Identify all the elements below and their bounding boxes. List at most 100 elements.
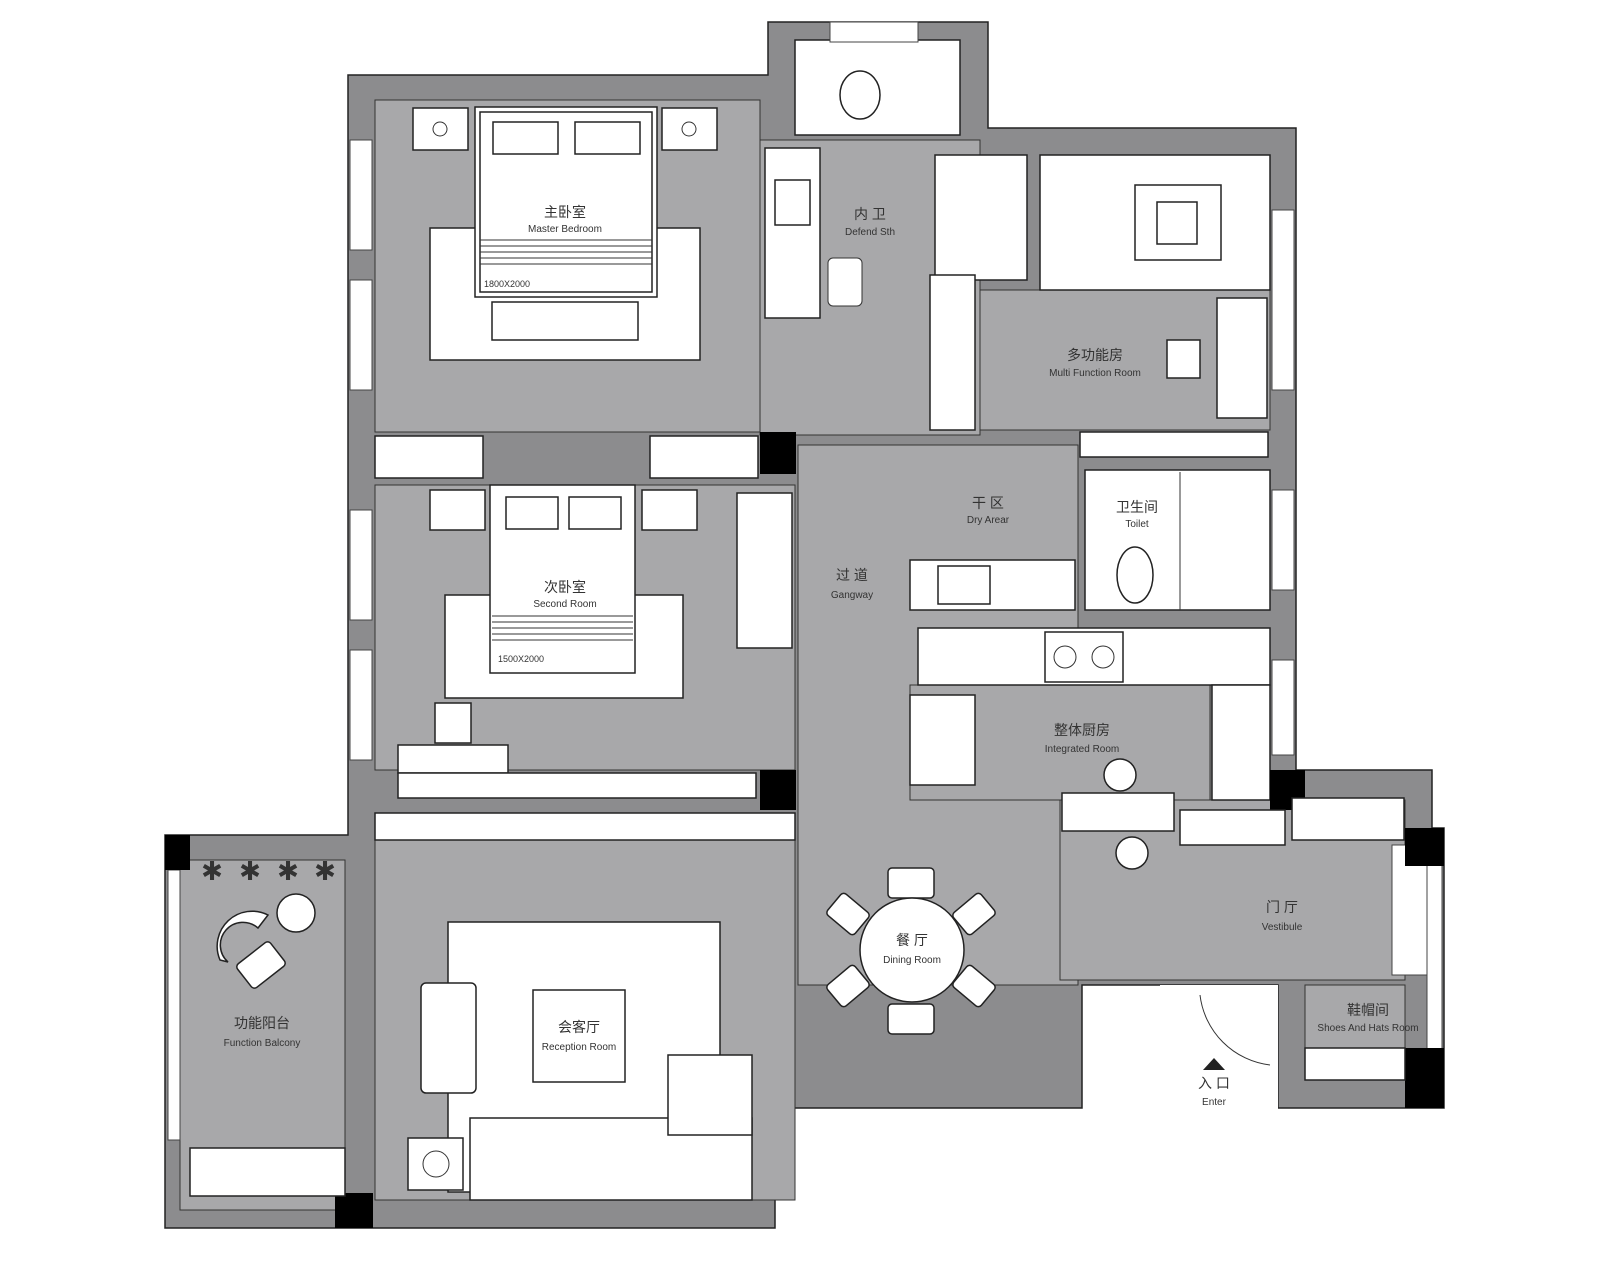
sofa-chaise — [667, 1054, 753, 1136]
basin — [774, 179, 811, 226]
bath-mat — [827, 257, 863, 307]
gangway-label: 过 道 — [836, 567, 868, 583]
lounge-chair — [216, 910, 270, 963]
dining-label: 餐 厅 — [896, 932, 928, 948]
cabinet — [1291, 797, 1405, 841]
reception-label-en: Reception Room — [542, 1042, 616, 1053]
bench — [491, 301, 639, 341]
multi-function-label: 多功能房 — [1067, 347, 1123, 363]
chair — [1166, 339, 1201, 379]
bathtub — [764, 147, 821, 319]
toilet-bowl — [1116, 546, 1154, 604]
nightstand — [641, 489, 698, 531]
balcony-label-en: Function Balcony — [224, 1038, 301, 1049]
window — [349, 649, 373, 761]
enter-label: 入 口 — [1198, 1075, 1230, 1091]
stool — [1115, 836, 1149, 870]
dry-area-label-en: Dry Arear — [967, 515, 1010, 526]
desk — [1216, 297, 1268, 419]
wardrobe — [736, 492, 793, 649]
svg-text:✱: ✱ — [201, 856, 223, 886]
window — [349, 509, 373, 621]
kitchen-label-en: Integrated Room — [1045, 744, 1120, 755]
chair — [434, 702, 472, 744]
toilet-room — [1084, 469, 1271, 611]
svg-text:✱: ✱ — [239, 856, 261, 886]
window — [1271, 209, 1295, 391]
nightstand — [412, 107, 469, 151]
defend-sth-label: 内 卫 — [854, 206, 886, 222]
wardrobe — [649, 435, 759, 479]
closet — [929, 274, 976, 431]
wardrobe — [374, 435, 484, 479]
nightstand — [661, 107, 718, 151]
svg-text:✱: ✱ — [277, 856, 299, 886]
entry-arrow-icon — [1203, 1058, 1225, 1070]
dining-label-en: Dining Room — [883, 955, 941, 966]
pillow — [574, 121, 641, 155]
second-room-label-en: Second Room — [533, 599, 596, 610]
window — [349, 279, 373, 391]
window — [1271, 659, 1295, 756]
master-bedroom-label: 主卧室 — [544, 204, 586, 220]
shower — [934, 154, 1028, 281]
vanity — [909, 559, 1076, 611]
window — [1426, 864, 1443, 1051]
gangway-label-en: Gangway — [831, 590, 873, 601]
fridge — [909, 694, 976, 786]
window — [1271, 489, 1295, 591]
window — [349, 139, 373, 251]
lamp-icon — [681, 121, 697, 137]
vestibule-label-en: Vestibule — [1262, 922, 1303, 933]
side-table — [276, 893, 316, 933]
toilet-label: 卫生间 — [1116, 499, 1158, 515]
toilet-label-en: Toilet — [1125, 519, 1149, 530]
pillow — [505, 496, 559, 530]
master-bedroom-label-en: Master Bedroom — [528, 224, 602, 235]
entry-door-swing[interactable] — [1199, 994, 1271, 1066]
shoes-room-label-en: Shoes And Hats Room — [1317, 1023, 1418, 1034]
shoes-room-label: 鞋帽间 — [1347, 1002, 1389, 1018]
pillow — [492, 121, 559, 155]
dry-area-label: 干 区 — [972, 495, 1004, 511]
toilet-bowl — [839, 70, 881, 120]
cabinet — [1079, 431, 1269, 458]
ottoman — [236, 941, 286, 989]
vestibule-label: 门 厅 — [1266, 899, 1298, 915]
basin — [937, 565, 991, 605]
dining-table — [859, 897, 965, 1003]
island — [1061, 792, 1175, 832]
plant-icon: ✱ ✱ ✱ ✱ — [201, 856, 336, 886]
window — [1391, 844, 1428, 976]
armchair — [420, 982, 477, 1094]
lamp-icon — [432, 121, 448, 137]
svg-text:✱: ✱ — [314, 856, 336, 886]
nightstand — [429, 489, 486, 531]
desk — [397, 744, 509, 774]
balcony-label: 功能阳台 — [234, 1015, 290, 1031]
laundry-counter — [189, 1147, 346, 1197]
pillow — [568, 496, 622, 530]
wardrobe — [397, 772, 757, 799]
bed-size: 1500X2000 — [498, 654, 544, 664]
tv-cabinet — [374, 812, 796, 841]
reception-label: 会客厅 — [558, 1019, 600, 1035]
defend-sth-label-en: Defend Sth — [845, 227, 895, 238]
kitchen-sink-counter — [1211, 684, 1271, 801]
enter-label-en: Enter — [1202, 1097, 1227, 1108]
dining-chairs — [826, 867, 996, 1035]
window — [167, 869, 181, 1141]
stool — [1103, 758, 1137, 792]
entry-opening — [1160, 985, 1278, 1110]
coffee-table — [532, 989, 626, 1083]
shoe-cabinet — [1304, 1047, 1406, 1081]
stove — [1044, 631, 1124, 683]
second-room-label: 次卧室 — [544, 579, 586, 595]
window — [829, 21, 919, 43]
kitchen-label: 整体厨房 — [1054, 722, 1110, 738]
bed-size: 1800X2000 — [484, 279, 530, 289]
side-table — [407, 1137, 464, 1191]
multi-function-label-en: Multi Function Room — [1049, 368, 1141, 379]
cabinet — [1179, 809, 1286, 846]
